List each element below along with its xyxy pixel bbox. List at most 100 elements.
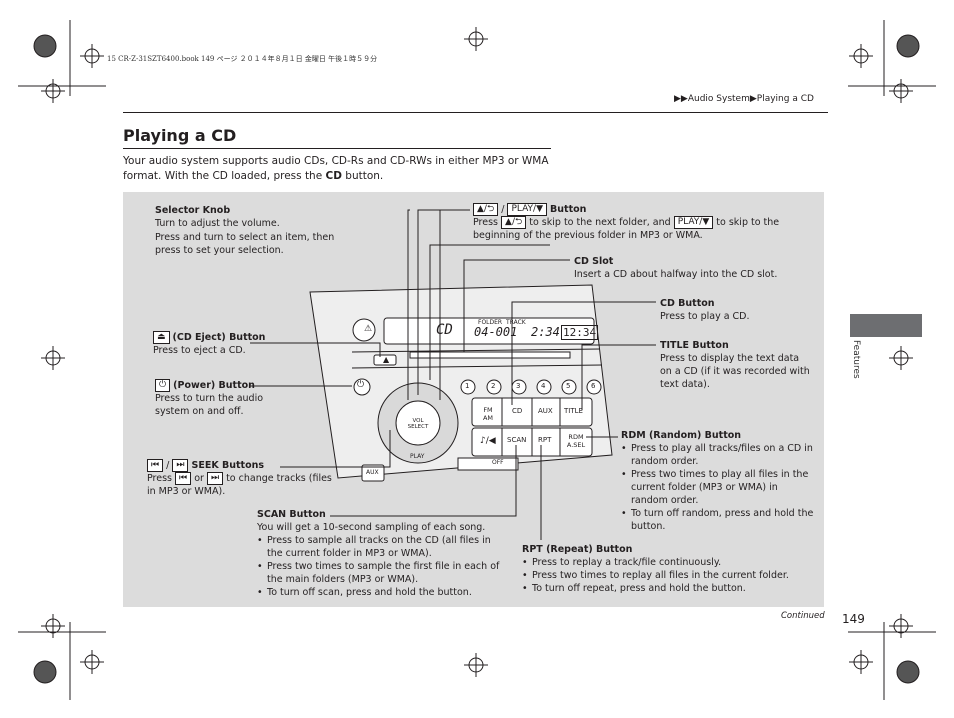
callout-cd-button: CD Button Press to play a CD. xyxy=(660,297,810,323)
sidebar-features-label[interactable]: Features xyxy=(851,340,861,379)
header-rule xyxy=(123,112,828,113)
seek-title: SEEK Buttons xyxy=(191,460,265,471)
folder-text-3: to skip to the beginning of the previous… xyxy=(473,217,780,241)
callout-cd-slot: CD Slot Insert a CD about halfway into t… xyxy=(574,255,804,281)
hazard-icon: ⚠ xyxy=(364,324,373,334)
rpt-item-3: To turn off repeat, press and hold the b… xyxy=(522,582,817,595)
seek-forward-icon-inline: ⏭ xyxy=(206,472,224,485)
scan-text: You will get a 10-second sampling of eac… xyxy=(257,522,486,533)
title-rule xyxy=(123,148,551,149)
rpt-item-1: Press to replay a track/file continuousl… xyxy=(522,556,817,569)
intro-paragraph: Your audio system supports audio CDs, CD… xyxy=(123,154,563,184)
display-track-label: TRACK xyxy=(506,319,526,326)
intro-bold: CD xyxy=(325,170,342,182)
rdm-item-2: Press two times to play all files in the… xyxy=(621,468,816,507)
callout-title-button: TITLE Button Press to display the text d… xyxy=(660,339,810,391)
power-title: (Power) Button xyxy=(173,380,255,391)
rdm-button[interactable]: RDM A.SEL xyxy=(566,433,586,449)
seek-or: or xyxy=(194,473,204,484)
breadcrumb-section[interactable]: Audio System xyxy=(687,94,750,104)
callout-scan: SCAN Button You will get a 10-second sam… xyxy=(257,508,505,599)
folder-sep: / xyxy=(501,204,505,215)
display-clock: 12:34 xyxy=(561,325,599,340)
preset-6[interactable]: 6 xyxy=(591,382,596,390)
preset-3[interactable]: 3 xyxy=(516,382,521,390)
cd-button-title: CD Button xyxy=(660,298,715,309)
section-tab xyxy=(850,314,922,337)
callout-folder-buttons: ▲/⮌ / PLAY/▼ Button Press ▲/⮌ to skip to… xyxy=(473,203,798,242)
cd-slot-text: Insert a CD about halfway into the CD sl… xyxy=(574,269,778,280)
rdm-item-3: To turn off random, press and hold the b… xyxy=(621,507,816,533)
scan-button[interactable]: SCAN xyxy=(507,436,527,444)
preset-5[interactable]: 5 xyxy=(566,382,571,390)
breadcrumb-page: Playing a CD xyxy=(756,94,814,104)
selector-knob-line1: Turn to adjust the volume. xyxy=(155,218,280,229)
rpt-item-2: Press two times to replay all files in t… xyxy=(522,569,817,582)
seek-text-1: Press xyxy=(147,473,173,484)
seek-forward-icon: ⏭ xyxy=(172,459,189,472)
folder-up-key: ▲/⮌ xyxy=(473,203,499,216)
display-time: 2:34 xyxy=(531,325,560,339)
power-text: Press to turn the audio system on and of… xyxy=(155,393,264,417)
off-button[interactable]: OFF xyxy=(492,459,504,466)
callout-selector-knob: Selector Knob Turn to adjust the volume.… xyxy=(155,204,355,257)
print-header: 15 CR-Z-31SZT6400.book 149 ページ ２０１４年８月１日… xyxy=(107,55,378,63)
page-number: 149 xyxy=(842,612,865,626)
seek-back-icon-inline: ⏮ xyxy=(175,472,192,485)
display-folder-label: FOLDER xyxy=(478,319,503,326)
rpt-button[interactable]: RPT xyxy=(538,436,552,444)
preset-2[interactable]: 2 xyxy=(491,382,496,390)
intro-text-2: button. xyxy=(341,170,384,182)
folder-text-2: to skip to the next folder, and xyxy=(529,217,671,228)
rdm-item-1: Press to play all tracks/files on a CD i… xyxy=(621,442,816,468)
scan-title: SCAN Button xyxy=(257,509,326,520)
callout-seek: ⏮ / ⏭ SEEK Buttons Press ⏮ or ⏭ to chang… xyxy=(147,459,342,498)
title-button-title: TITLE Button xyxy=(660,340,729,351)
cd-slot-title: CD Slot xyxy=(574,256,614,267)
eject-button-icon[interactable]: ▲ xyxy=(383,355,390,364)
seek-back-icon: ⏮ xyxy=(147,459,164,472)
rpt-title: RPT (Repeat) Button xyxy=(522,544,633,555)
breadcrumb-sep: ▶ xyxy=(749,94,757,104)
power-icon: ⏻ xyxy=(155,379,171,392)
title-button[interactable]: TITLE xyxy=(564,407,583,415)
intro-text-1: Your audio system supports audio CDs, CD… xyxy=(123,155,549,182)
title-button-text: Press to display the text data on a CD (… xyxy=(660,353,810,390)
scan-item-1: Press to sample all tracks on the CD (al… xyxy=(257,534,505,560)
aux-button[interactable]: AUX xyxy=(538,407,553,415)
play-down-key: PLAY/▼ xyxy=(507,203,547,216)
cd-eject-text: Press to eject a CD. xyxy=(153,345,246,356)
folder-up-key-inline: ▲/⮌ xyxy=(501,216,527,229)
callout-power: ⏻ (Power) Button Press to turn the audio… xyxy=(155,379,285,418)
seek-text-2: to change tracks (files in MP3 or WMA). xyxy=(147,473,332,497)
play-down-key-inline: PLAY/▼ xyxy=(673,216,714,229)
folder-play-icon[interactable]: ♪/◀ xyxy=(480,436,496,446)
scan-item-2: Press two times to sample the first file… xyxy=(257,560,505,586)
play-label: PLAY xyxy=(410,453,425,460)
folder-buttons-title: Button xyxy=(550,204,587,215)
preset-4[interactable]: 4 xyxy=(541,382,546,390)
selector-knob-line2: Press and turn to select an item, then p… xyxy=(155,232,335,256)
display-source: CD xyxy=(436,322,453,338)
folder-text-1: Press xyxy=(473,217,499,228)
callout-rdm: RDM (Random) Button Press to play all tr… xyxy=(621,429,816,533)
cd-button[interactable]: CD xyxy=(512,407,523,415)
aux-jack: AUX xyxy=(366,469,379,476)
breadcrumb: ▶▶Audio System▶Playing a CD xyxy=(674,94,814,104)
rdm-title: RDM (Random) Button xyxy=(621,430,742,441)
selector-knob-title: Selector Knob xyxy=(155,205,231,216)
display-track: 04-001 xyxy=(474,325,518,339)
fm-am-button[interactable]: FM AM xyxy=(482,406,494,422)
continued-label: Continued xyxy=(781,611,825,621)
breadcrumb-arrows: ▶▶ xyxy=(674,94,688,104)
page-title: Playing a CD xyxy=(123,126,237,145)
power-button-icon[interactable]: ⏻ xyxy=(357,380,365,390)
callout-rpt: RPT (Repeat) Button Press to replay a tr… xyxy=(522,543,817,595)
vol-select-knob[interactable]: VOL SELECT xyxy=(407,418,429,430)
callout-cd-eject: ⏏ (CD Eject) Button Press to eject a CD. xyxy=(153,331,273,357)
cd-eject-title: (CD Eject) Button xyxy=(172,332,266,343)
scan-item-3: To turn off scan, press and hold the but… xyxy=(257,586,505,599)
preset-1[interactable]: 1 xyxy=(465,382,470,390)
eject-icon: ⏏ xyxy=(153,331,170,344)
